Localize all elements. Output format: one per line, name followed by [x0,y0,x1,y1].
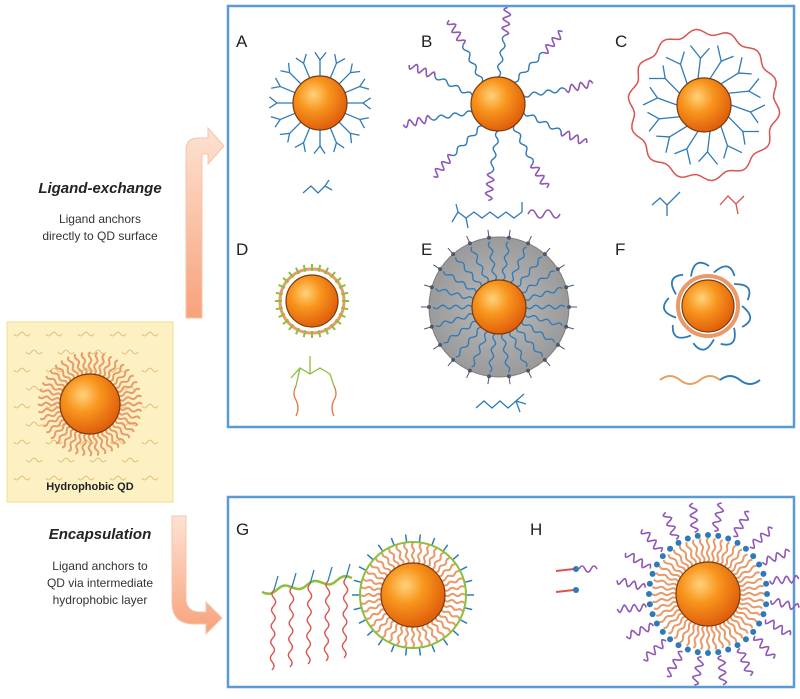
ligand-exchange-line-1: Ligand anchors [58,212,142,226]
ligand-f-polymer-blue [719,375,761,385]
ligand-exchange-line-2: directly to QD surface [42,229,158,243]
solvent-waves [13,331,159,481]
panel-label-e: E [421,240,433,259]
ligand-f-polymer-orange [659,375,721,385]
panel-label-h: H [530,520,543,539]
ligand-d-structure [290,356,337,417]
panel-label-g: G [236,520,250,539]
panel-g-qd [261,534,474,671]
hydrophobic-qd-label: Hydrophobic QD [46,481,134,493]
up-arrow [185,126,225,319]
panel-f-qd [663,261,752,351]
ligand-a-structure [302,179,333,194]
panel-c-qd [627,28,781,182]
down-arrow [171,515,223,636]
encapsulation-heading: Encapsulation [48,526,152,543]
hydrophobic-qd [37,351,143,457]
ligand-e-structure [475,393,527,413]
ligand-exchange-heading: Ligand-exchange [38,180,162,197]
ligand-exchange-frame [226,4,796,429]
panel-label-b: B [421,32,433,51]
panel-label-a: A [236,32,248,51]
ligand-h-molecules [555,565,598,593]
encapsulation-frame [226,495,796,689]
encapsulation-line-3: hydrophobic layer [52,593,148,607]
encapsulation-line-2: QD via intermediate [46,576,154,590]
panel-d-qd [275,264,349,338]
ligand-b-structure [451,202,523,229]
panel-label-c: C [615,32,628,51]
encapsulation-line-1: Ligand anchors to [52,559,148,573]
ligand-c-structure [651,191,681,216]
panel-e-qd [421,229,577,385]
ligand-b-peg [527,209,561,219]
panel-h-qd [616,502,800,686]
panel-label-d: D [236,240,249,259]
panel-a-qd [268,51,372,155]
panel-label-f: F [615,240,626,259]
ligand-c-red-structure [719,195,745,215]
panel-b-qd [402,6,594,202]
